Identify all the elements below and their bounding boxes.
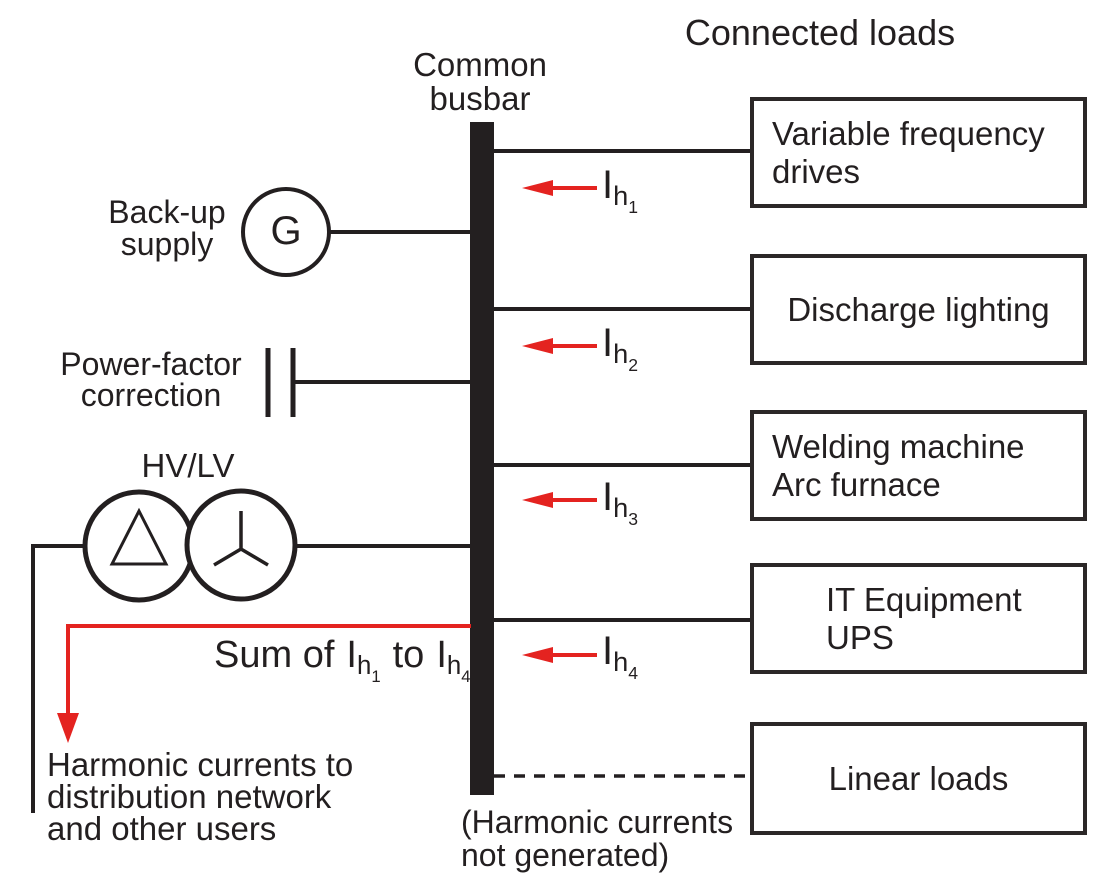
generator-letter: G <box>270 209 302 253</box>
load-box-it-equipment-ups: IT Equipment UPS <box>750 563 1087 674</box>
transformer-line-to-network <box>31 544 88 813</box>
outflow-note: Harmonic currents to distribution networ… <box>47 746 354 847</box>
power-factor-label: Power-factor correction <box>60 346 242 413</box>
linear-loads-note: (Harmonic currents not generated) <box>461 804 734 873</box>
arrow-head-icon <box>522 492 553 508</box>
harmonic-current-arrow-1 <box>522 180 597 196</box>
harmonic-current-arrow-4 <box>522 647 597 663</box>
load-box-variable-frequency-drives: Variable frequency drives <box>750 97 1087 208</box>
harmonic-current-arrow-2 <box>522 338 597 354</box>
page-title: Connected loads <box>684 12 956 53</box>
arrow-head-icon <box>522 647 553 663</box>
capacitor-symbol <box>265 348 470 417</box>
transformer-label: HV/LV <box>141 447 235 484</box>
load-box-discharge-lighting: Discharge lighting <box>750 254 1087 365</box>
generator-symbol <box>241 187 470 277</box>
load-box-welding-arc-furnace: Welding machine Arc furnace <box>750 410 1087 521</box>
common-busbar <box>470 122 494 795</box>
harmonic-current-label-3: Ih3 <box>602 475 639 529</box>
arrow-head-icon <box>522 180 553 196</box>
transformer-symbol <box>31 488 470 813</box>
common-busbar-label: Common busbar <box>413 46 547 117</box>
harmonic-current-label-4: Ih4 <box>602 629 639 683</box>
backup-supply-label: Back-up supply <box>108 194 226 262</box>
harmonic-current-arrow-3 <box>522 492 597 508</box>
harmonic-current-label-1: Ih1 <box>602 163 639 217</box>
wye-winding-icon <box>213 511 269 567</box>
arrow-head-icon <box>57 713 79 743</box>
load-box-linear-loads: Linear loads <box>750 722 1087 835</box>
sum-harmonic-current-arrow <box>57 624 471 743</box>
delta-winding-icon <box>109 507 169 566</box>
arrow-head-icon <box>522 338 553 354</box>
harmonic-current-label-2: Ih2 <box>602 321 639 375</box>
